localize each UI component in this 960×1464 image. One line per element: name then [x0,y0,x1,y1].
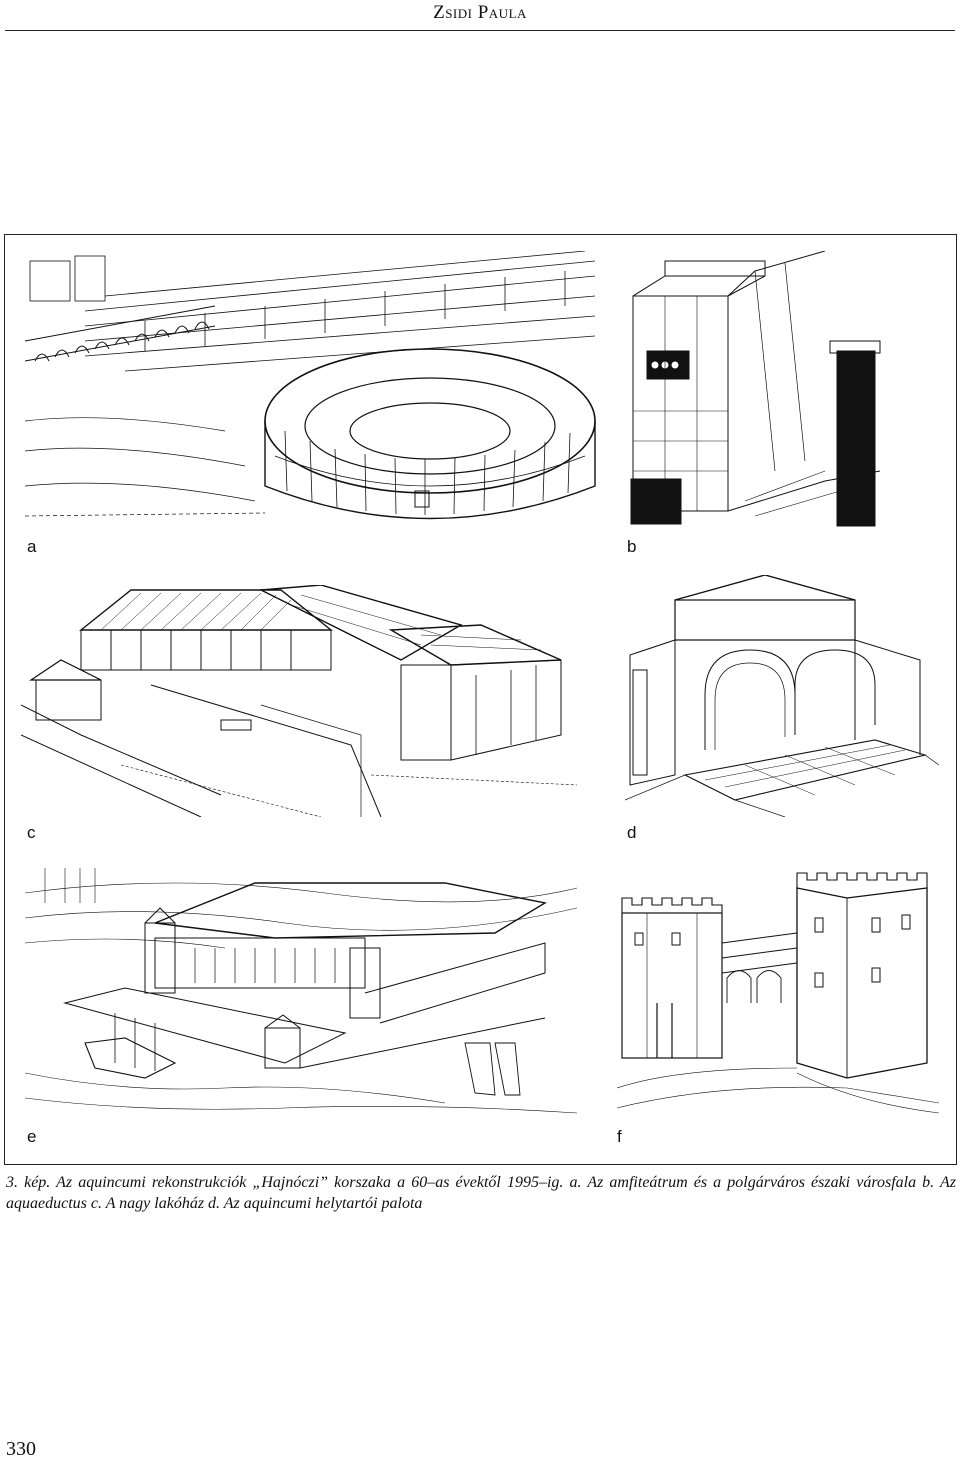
panel-label-f: f [617,1127,622,1146]
illustration-f-city-gate [617,863,939,1119]
figure-plate: a b [4,234,957,1165]
illustration-d-palace-hall [625,575,939,817]
panel-label-b: b [627,537,637,556]
illustration-c-large-house [21,585,577,817]
page-number: 330 [6,1438,36,1460]
illustration-b-aqueduct [625,251,885,527]
figure-caption: 3. kép. Az aquincumi rekonstrukciók „Haj… [6,1174,956,1212]
panel-label-d: d [627,823,637,842]
panel-label-c: c [27,823,36,842]
running-head: Zsidi Paula [433,2,527,23]
illustration-a-amphitheatre [25,251,605,527]
panel-label-a: a [27,537,37,556]
header-rule [5,30,955,31]
illustration-e-palace-overview [25,863,577,1119]
panel-label-e: e [27,1127,37,1146]
